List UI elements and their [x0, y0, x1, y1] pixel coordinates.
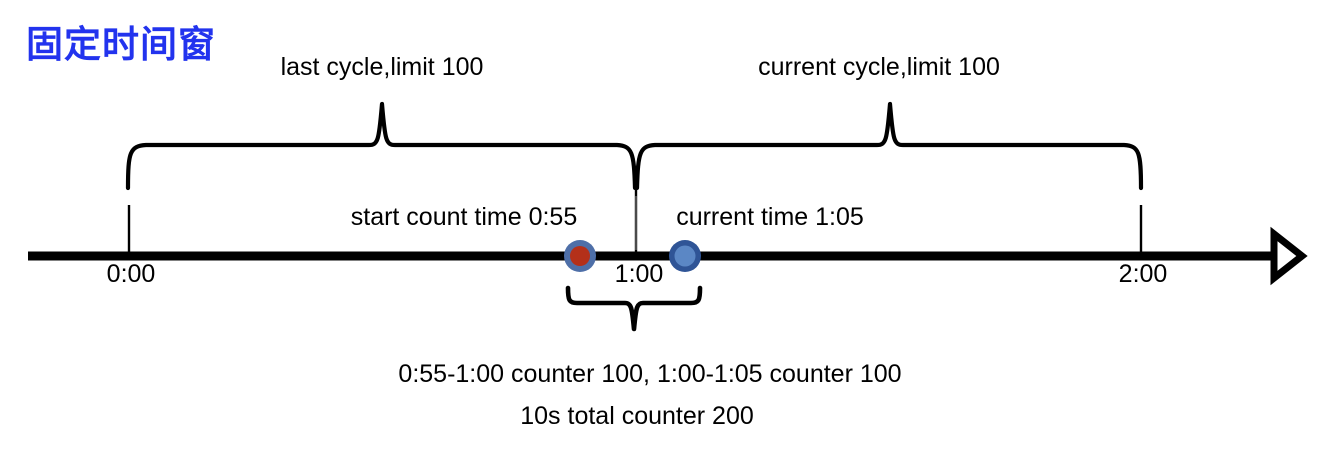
summary-line-total: 10s total counter 200: [520, 402, 754, 430]
timeline-arrow-right-icon: [1270, 226, 1308, 286]
bracket-window-10s: [565, 285, 703, 332]
start-count-annotation: start count time 0:55: [350, 203, 578, 231]
tick-label-0-00: 0:00: [106, 260, 156, 288]
summary-line-counters: 0:55-1:00 counter 100, 1:00-1:05 counter…: [398, 360, 902, 388]
current-time-marker-dot[interactable]: [674, 245, 696, 267]
tick-label-2-00: 2:00: [1118, 260, 1168, 288]
bracket-last-cycle: [125, 101, 638, 191]
start-count-marker-dot[interactable]: [570, 246, 590, 266]
page-title: 固定时间窗: [26, 24, 216, 65]
current-time-annotation: current time 1:05: [676, 203, 864, 231]
tick-label-1-00: 1:00: [614, 260, 664, 288]
current-cycle-label: current cycle,limit 100: [758, 53, 1000, 81]
last-cycle-label: last cycle,limit 100: [280, 53, 484, 81]
bracket-current-cycle: [634, 101, 1144, 191]
